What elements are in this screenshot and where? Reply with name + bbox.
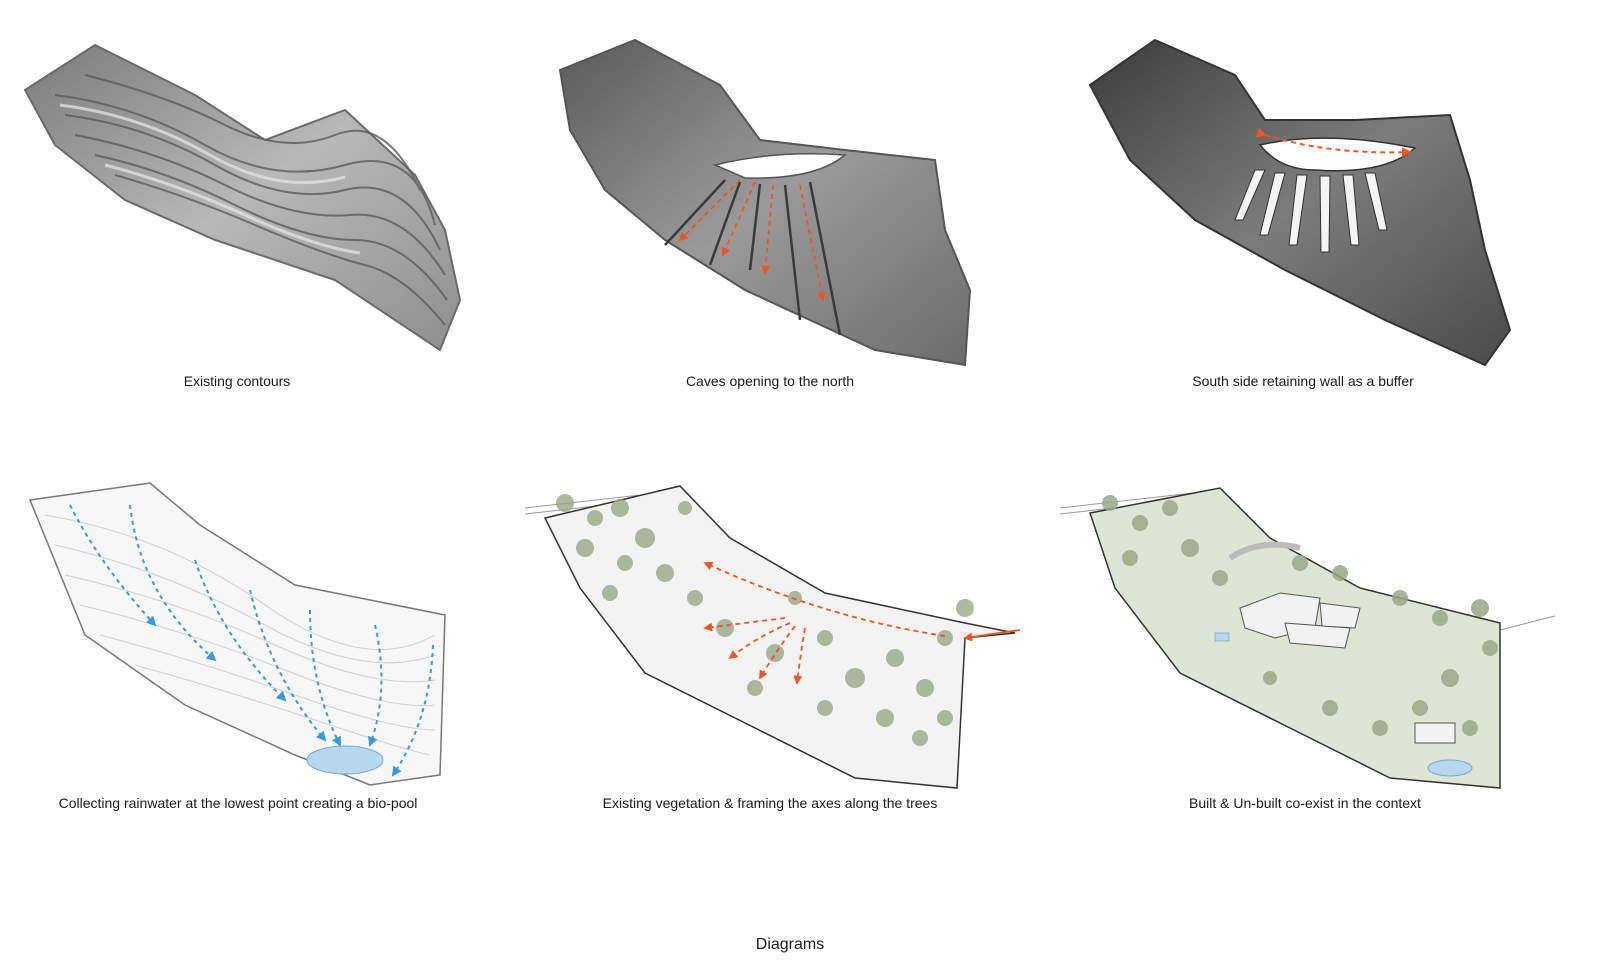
caption-vegetation: Existing vegetation & framing the axes a… [602, 795, 938, 811]
retaining-wall-sketch [1088, 38, 1512, 367]
built-unbuilt-plan [1060, 487, 1556, 789]
diagram-caves-north: Caves opening to the north [545, 30, 995, 389]
diagram-vegetation: Existing vegetation & framing the axes a… [525, 478, 1025, 811]
building [1239, 592, 1456, 744]
caption-existing-contours: Existing contours [183, 373, 291, 389]
caption-caves-north: Caves opening to the north [685, 373, 855, 389]
figure-title: Diagrams [755, 936, 825, 953]
rainwater-plan [28, 482, 446, 786]
caption-retaining-wall: South side retaining wall as a buffer [1192, 373, 1414, 389]
caption-built-unbuilt: Built & Un-built co-exist in the context [1189, 795, 1421, 811]
contour-sketch [23, 43, 462, 352]
caves-sketch [558, 38, 972, 367]
vegetation-plan [525, 485, 1021, 789]
diagram-retaining-wall: South side retaining wall as a buffer [1085, 30, 1535, 389]
diagram-existing-contours: Existing contours [15, 35, 465, 389]
diagram-built-unbuilt: Built & Un-built co-exist in the context [1060, 478, 1560, 811]
diagram-rainwater: Collecting rainwater at the lowest point… [25, 475, 455, 811]
caption-rainwater: Collecting rainwater at the lowest point… [58, 795, 418, 811]
